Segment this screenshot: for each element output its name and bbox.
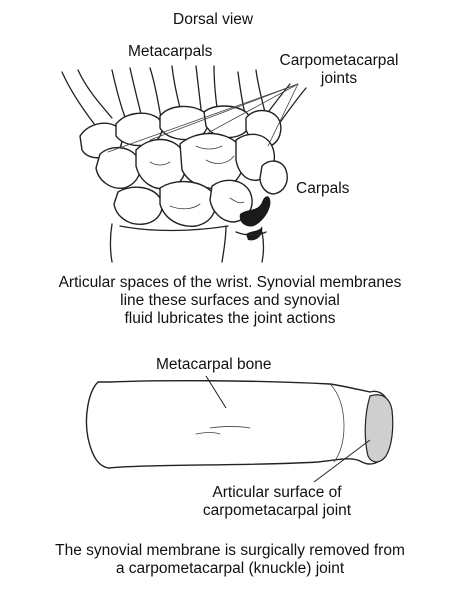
articular-surface-label: Articular surface of carpometacarpal joi… — [192, 484, 362, 520]
bone-caption: The synovial membrane is surgically remo… — [0, 542, 460, 578]
bone-caption-line1: The synovial membrane is surgically remo… — [0, 542, 460, 560]
bone-caption-line2: a carpometacarpal (knuckle) joint — [0, 560, 460, 578]
articular-surface — [365, 395, 393, 462]
articular-surface-label-line1: Articular surface of — [192, 484, 362, 502]
articular-surface-label-line2: carpometacarpal joint — [192, 502, 362, 520]
metacarpal-bone-outline — [86, 381, 391, 468]
metacarpal-bone-label: Metacarpal bone — [156, 356, 271, 374]
